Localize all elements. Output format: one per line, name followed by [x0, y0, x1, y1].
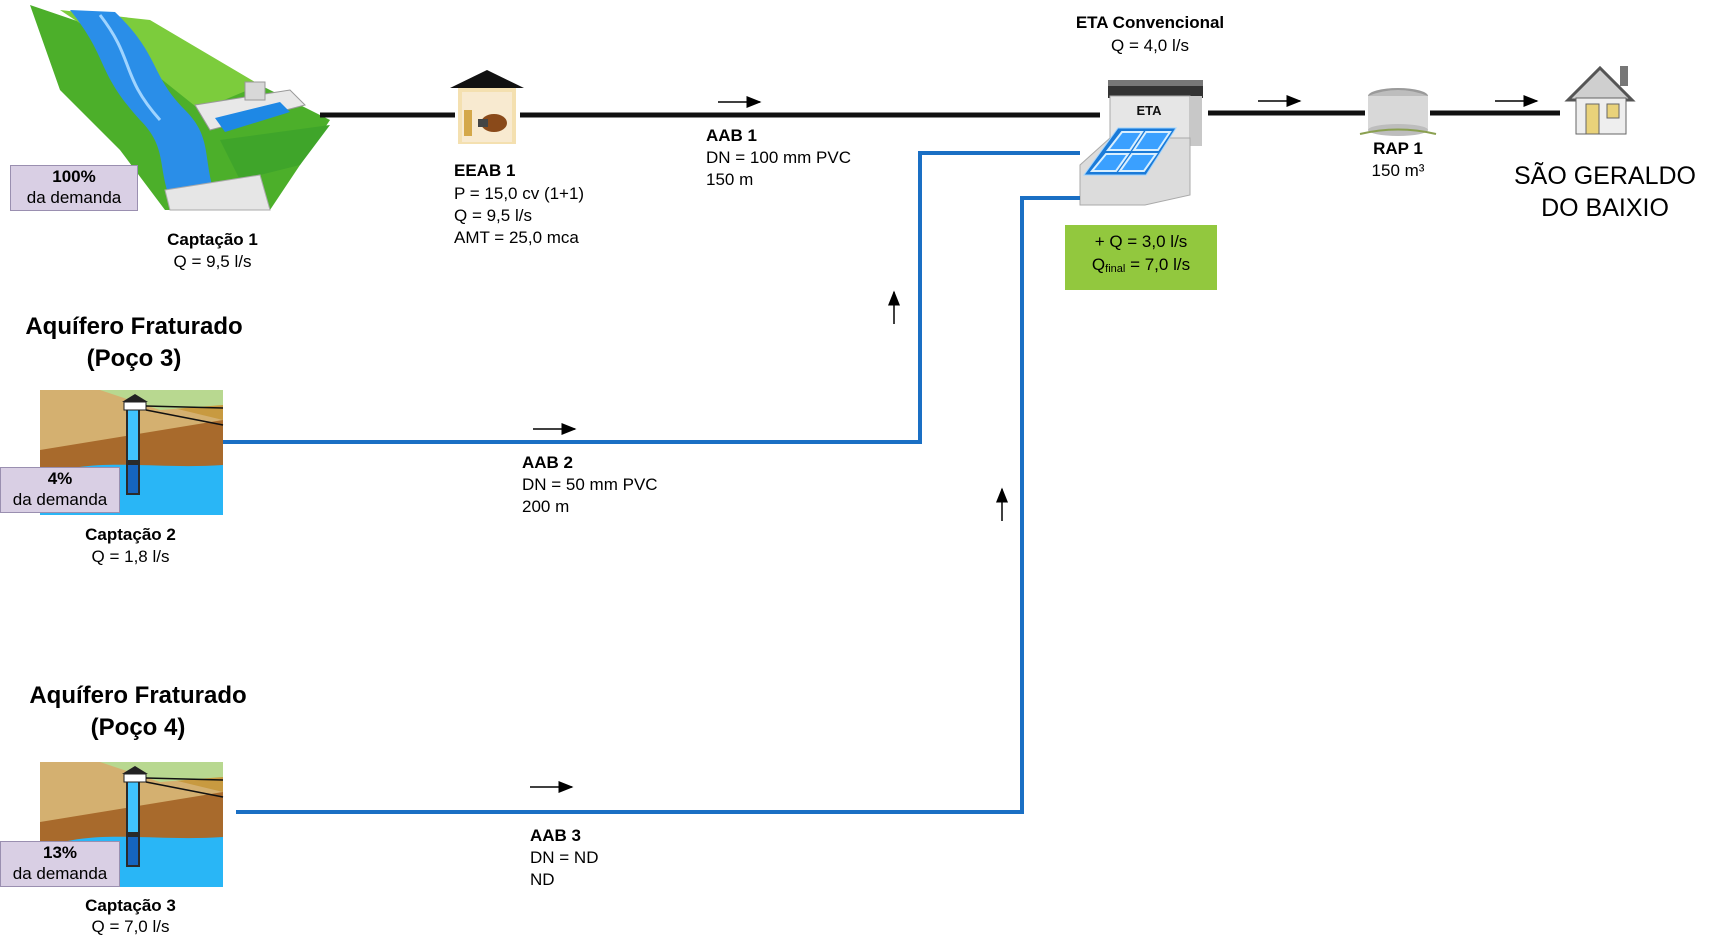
- house-icon: [1564, 65, 1636, 135]
- svg-text:ETA: ETA: [1136, 103, 1162, 118]
- well4-title-line1: Aquífero Fraturado: [29, 682, 247, 709]
- demand-label: da demanda: [12, 864, 108, 883]
- eta-final-flow-box: + Q = 3,0 l/s Qfinal = 7,0 l/s: [1065, 225, 1217, 290]
- flow-arrows: [530, 95, 1539, 793]
- eta-final-sub: final: [1105, 263, 1126, 275]
- eeab1-amt: AMT = 25,0 mca: [454, 228, 579, 247]
- aab3-name: AAB 3: [530, 826, 582, 845]
- aab3-dn: DN = ND: [530, 848, 599, 867]
- rap1-name: RAP 1: [1373, 139, 1423, 158]
- city-name-line2: DO BAIXIO: [1541, 194, 1669, 222]
- main-pipeline: [320, 110, 1560, 118]
- pump-station-icon: [450, 70, 524, 144]
- eta-extra-flow: + Q = 3,0 l/s: [1094, 232, 1188, 251]
- well-icon: [40, 390, 224, 515]
- demand-label: da demanda: [12, 490, 108, 509]
- captacao2-name: Captação 2: [85, 525, 176, 544]
- river-intake-icon: [30, 5, 330, 211]
- well3-title-line1: Aquífero Fraturado: [25, 313, 243, 340]
- demand-badge-captacao1: 100% da demanda: [10, 165, 138, 211]
- eeab1-flow: Q = 9,5 l/s: [454, 206, 532, 225]
- captacao1-flow: Q = 9,5 l/s: [173, 252, 252, 271]
- demand-percent: 4%: [47, 469, 73, 488]
- captacao1-name: Captação 1: [167, 230, 258, 249]
- eeab1-power: P = 15,0 cv (1+1): [454, 184, 585, 203]
- eta-final-flow: Qfinal = 7,0 l/s: [1065, 253, 1217, 281]
- aab1-dn: DN = 100 mm PVC: [706, 148, 852, 167]
- captacao3-flow: Q = 7,0 l/s: [91, 917, 170, 936]
- eta-final-value: = 7,0 l/s: [1125, 255, 1191, 274]
- eta-flow: Q = 4,0 l/s: [1111, 36, 1189, 55]
- aab2-dn: DN = 50 mm PVC: [522, 475, 658, 494]
- captacao3-name: Captação 3: [85, 896, 176, 915]
- eta-final-prefix: Q: [1091, 255, 1106, 274]
- demand-percent: 100%: [52, 167, 96, 186]
- aab2-length: 200 m: [522, 497, 570, 516]
- aab1-name: AAB 1: [706, 126, 758, 145]
- eta-name: ETA Convencional: [1075, 13, 1225, 32]
- well3-title-line2: (Poço 3): [86, 345, 182, 372]
- demand-percent: 13%: [42, 843, 78, 862]
- demand-label: da demanda: [26, 188, 122, 207]
- well4-title-line2: (Poço 4): [90, 714, 186, 741]
- captacao2-flow: Q = 1,8 l/s: [91, 547, 170, 566]
- city-name-line1: SÃO GERALDO: [1514, 162, 1696, 190]
- demand-badge-well3: 4% da demanda: [0, 467, 120, 513]
- aab2-name: AAB 2: [522, 453, 574, 472]
- well-pipelines: [218, 151, 1080, 814]
- aab3-length: ND: [530, 870, 555, 889]
- demand-badge-well4: 13% da demanda: [0, 841, 120, 887]
- treatment-plant-icon: ETA: [1079, 80, 1203, 206]
- reservoir-icon: [1359, 88, 1437, 136]
- aab1-length: 150 m: [706, 170, 754, 189]
- eeab1-name: EEAB 1: [454, 161, 516, 180]
- rap1-volume: 150 m³: [1371, 161, 1425, 180]
